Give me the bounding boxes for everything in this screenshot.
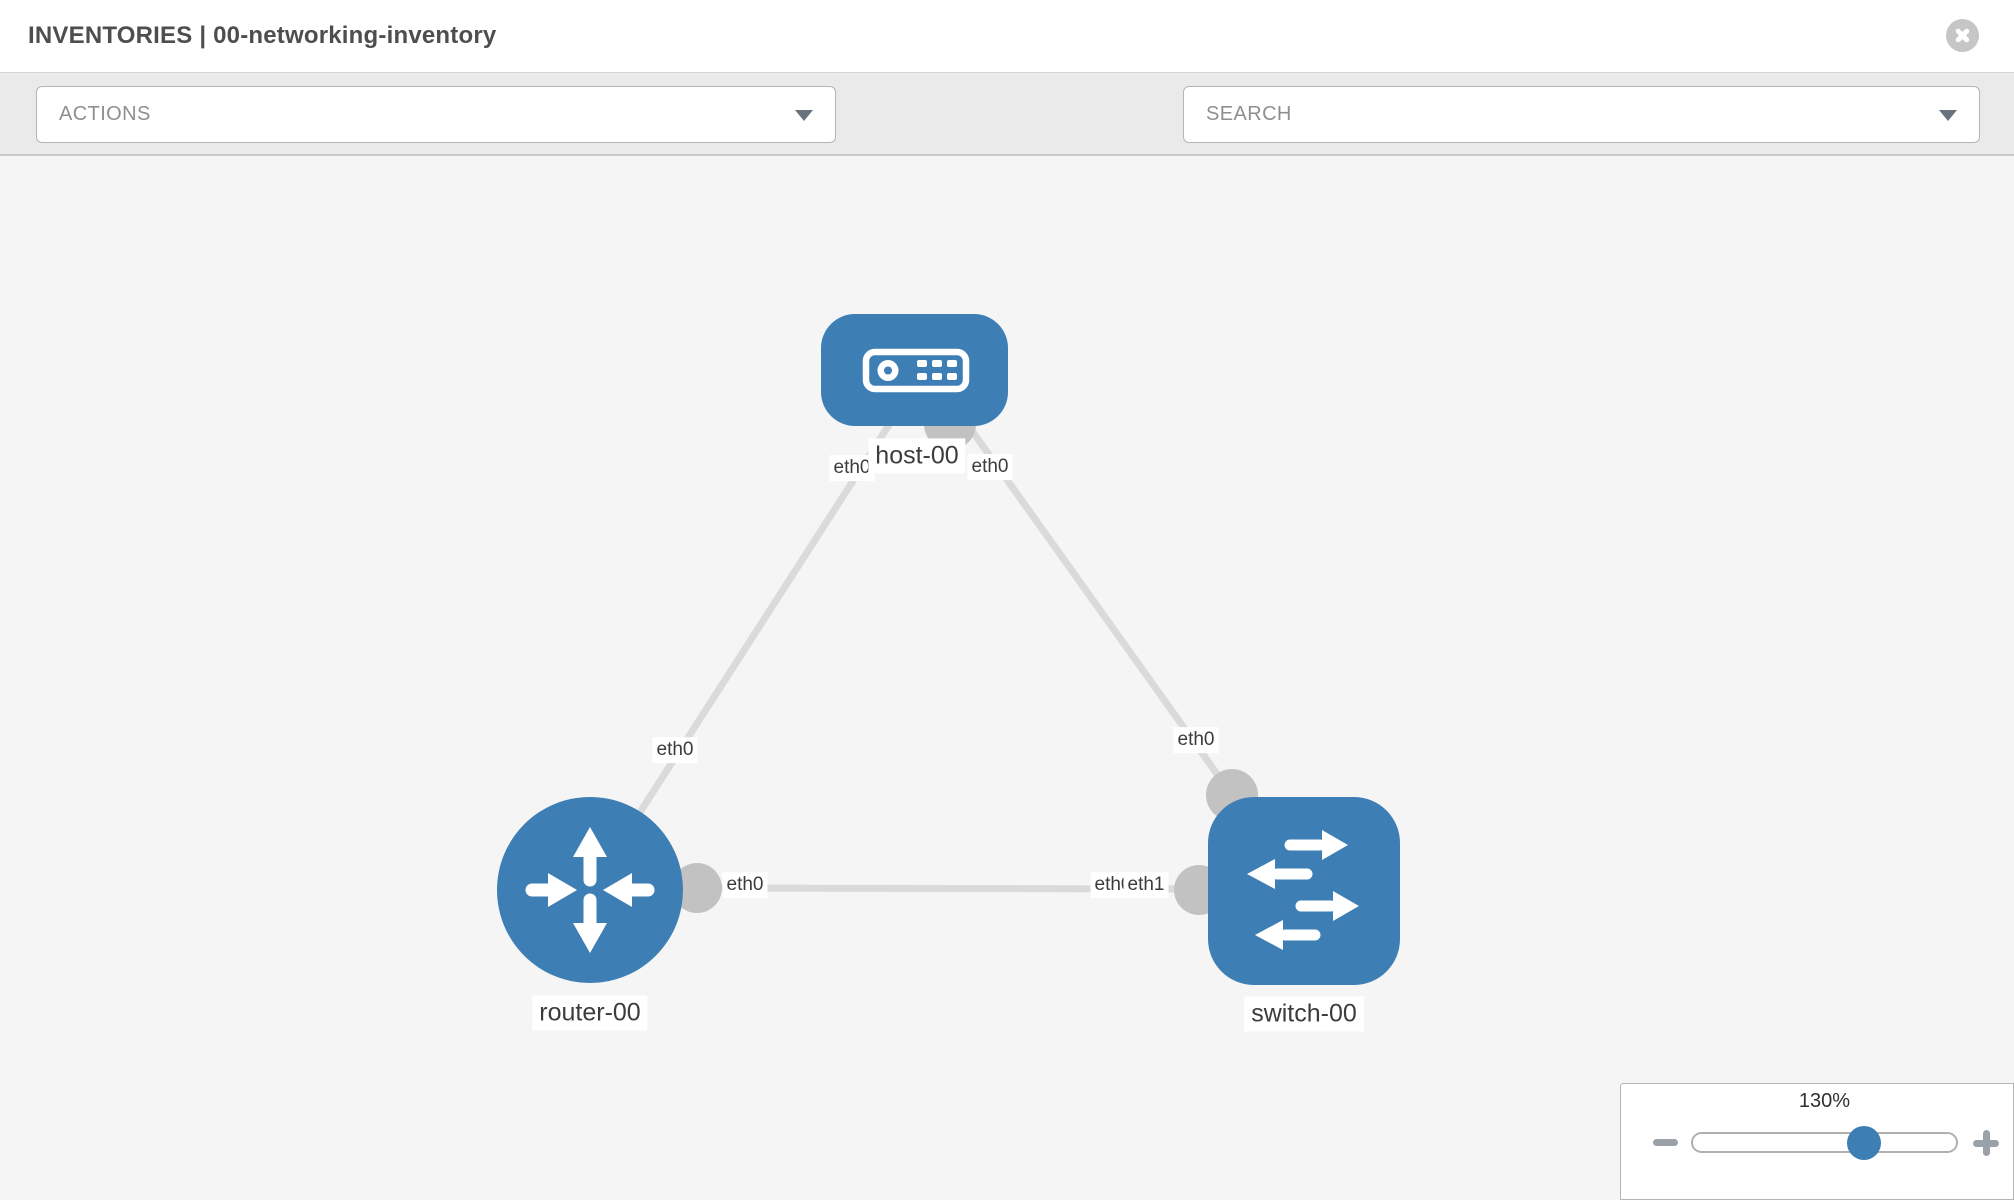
interface-label: eth1 <box>1123 872 1169 898</box>
switch-node[interactable] <box>1208 797 1400 985</box>
interface-label: eth0 <box>829 455 875 481</box>
node-label-switch: switch-00 <box>1244 996 1364 1032</box>
node-label-host: host-00 <box>868 438 966 474</box>
plus-icon-bar <box>1982 1130 1990 1156</box>
close-button[interactable] <box>1946 19 1979 52</box>
interface-circle-router <box>672 863 722 913</box>
topology-svg <box>497 314 1400 985</box>
actions-dropdown-label: ACTIONS <box>59 103 151 125</box>
zoom-level: 130% <box>1798 1090 1851 1112</box>
chevron-down-icon <box>795 109 813 121</box>
interface-label: eth0 <box>722 872 768 898</box>
page-title: INVENTORIES | 00-networking-inventory <box>28 22 497 49</box>
search-dropdown[interactable]: SEARCH <box>1183 86 1980 143</box>
router-node[interactable] <box>497 797 683 983</box>
zoom-panel: 130% <box>1620 1083 2014 1200</box>
actions-dropdown[interactable]: ACTIONS <box>36 86 836 143</box>
router-icon <box>525 827 655 953</box>
plus-icon[interactable] <box>1973 1130 1999 1156</box>
minus-icon[interactable] <box>1653 1139 1678 1146</box>
zoom-slider[interactable] <box>1691 1132 1958 1153</box>
search-dropdown-label: SEARCH <box>1206 103 1292 125</box>
interface-label: eth0 <box>1173 727 1219 753</box>
switch-icon <box>1247 830 1359 950</box>
interface-label: eth0 <box>967 454 1013 480</box>
toolbar: ACTIONS SEARCH <box>0 72 2014 205</box>
zoom-slider-knob[interactable] <box>1847 1126 1881 1160</box>
link-host-router[interactable] <box>586 396 909 894</box>
node-label-router: router-00 <box>532 995 648 1031</box>
interface-label: eth0 <box>652 737 698 763</box>
topology-canvas[interactable]: eth0 eth0 eth0 eth0 eth0 eth0 eth1 host-… <box>0 156 2014 1200</box>
host-node[interactable] <box>821 314 1008 426</box>
chevron-down-icon <box>1939 109 1957 121</box>
page-header: INVENTORIES | 00-networking-inventory <box>0 0 2014 72</box>
host-icon <box>862 348 970 393</box>
